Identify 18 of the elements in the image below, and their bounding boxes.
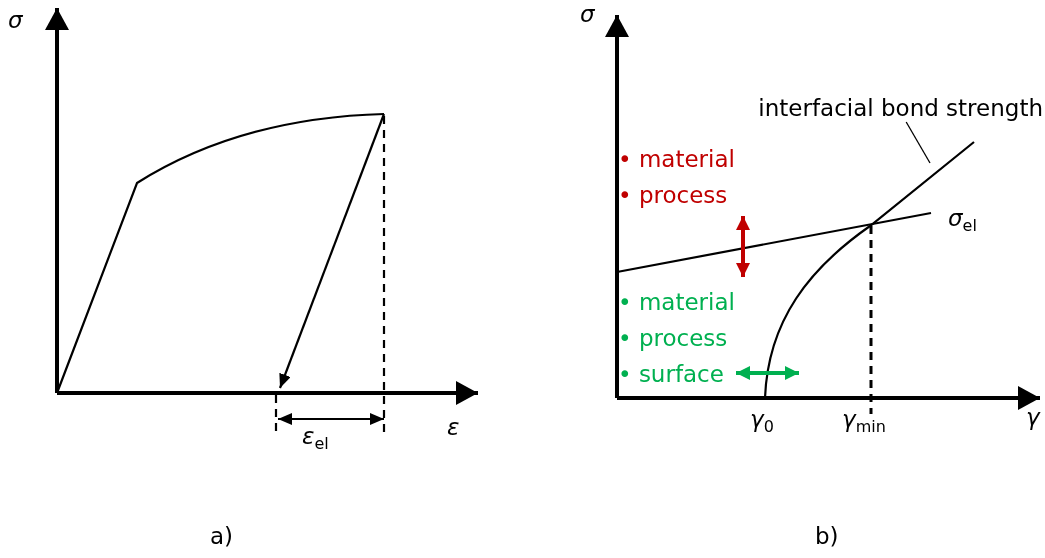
bullet-item: • material [618, 145, 735, 173]
axis-label: σ [580, 0, 595, 28]
bullet-item: • process [618, 324, 728, 352]
dimension-label: ε$_{el}$ [302, 422, 329, 450]
axis-label: σ [8, 6, 23, 34]
panel-label: b) [815, 522, 839, 550]
curve-label: interfacial bond strength [758, 94, 1043, 122]
bullet-item: • surface [618, 360, 724, 388]
axis-tick-label: γ$_{min}$ [842, 405, 886, 433]
panel-label: a) [210, 522, 234, 550]
curve-label: σ$_{el}$ [948, 204, 977, 232]
bullet-item: • process [618, 181, 728, 209]
axis-label: ε [447, 413, 460, 441]
axis-label: γ [1026, 403, 1040, 431]
leader-line [905, 121, 931, 164]
bond-strength-curve [763, 141, 975, 399]
axis-tick-label: γ$_{0}$ [750, 405, 774, 433]
bullet-item: • material [618, 288, 735, 316]
